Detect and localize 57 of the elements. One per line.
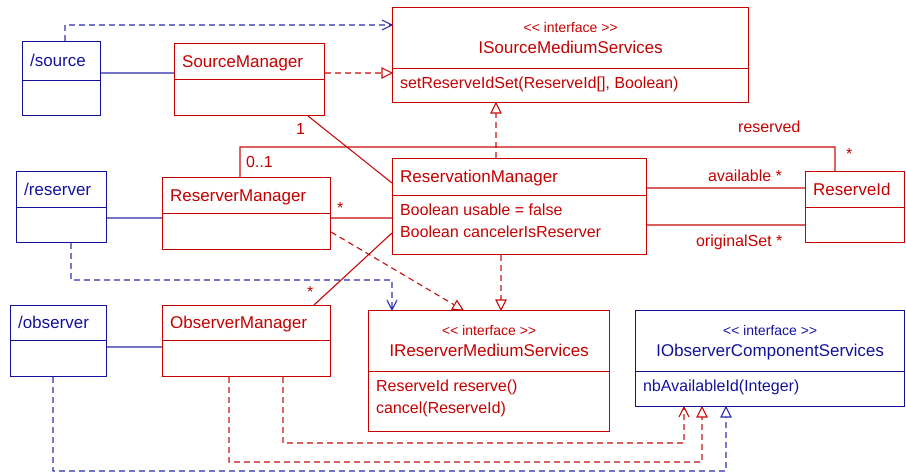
realization-arrow [228,377,708,463]
association-line [239,146,836,177]
association-line [331,217,392,219]
interface-box [635,310,905,407]
class-box [162,177,331,250]
association-line [314,232,392,306]
role-label: reserved [738,119,800,137]
class-name: ReserveId [813,180,890,200]
realization-arrow [330,231,464,311]
association-line [308,116,392,184]
class-name: ObserverManager [170,313,308,333]
interface-name: IReserverMediumServices [389,340,589,360]
class-name: SourceManager [182,52,303,72]
dependency-arrow [64,19,393,41]
class-name: ReserverManager [170,186,306,206]
realization-arrow [52,377,732,472]
multiplicity-label: 1 [296,121,305,139]
dependency-arrow [70,243,398,311]
class-box [16,171,107,243]
association-line [101,72,174,74]
stereotype-label: << interface >> [442,322,536,338]
association-end-label: originalSet * [696,233,782,251]
realization-arrow [495,255,507,311]
association-end-label: available * [708,168,782,186]
multiplicity-label: * [846,146,852,164]
class-name: /source [30,51,86,71]
association-line [107,346,162,348]
class-name: /observer [18,313,89,333]
multiplicity-label: * [307,284,314,302]
realization-arrow [325,67,393,79]
stereotype-label: << interface >> [722,322,818,338]
interface-box [368,310,610,432]
class-box [392,158,647,255]
association-line [107,217,162,219]
association-line [647,187,805,189]
operation-text: ReserveId reserve() [376,377,518,397]
interface-box [392,7,749,103]
class-name: /reserver [24,180,92,200]
class-box [22,41,101,116]
multiplicity-label: * [337,200,344,218]
association-line [647,224,805,226]
realization-arrow [490,102,502,158]
class-name: ReservationManager [400,167,558,187]
multiplicity-label: 0..1 [246,154,273,172]
dependency-arrow [282,377,690,444]
interface-name: IObserverComponentServices [656,340,884,360]
operation-text: cancel(ReserveId) [376,399,506,419]
class-box [162,305,331,377]
class-box [174,43,325,116]
class-box [805,171,905,243]
attribute-text: Boolean usable = false [400,201,562,221]
operation-text: setReserveIdSet(ReserveId[], Boolean) [400,74,678,94]
operation-text: nbAvailableId(Integer) [643,377,800,397]
interface-name: ISourceMediumServices [478,38,663,58]
stereotype-label: << interface >> [523,18,618,34]
attribute-text: Boolean cancelerIsReserver [400,223,601,243]
class-box [10,305,107,377]
